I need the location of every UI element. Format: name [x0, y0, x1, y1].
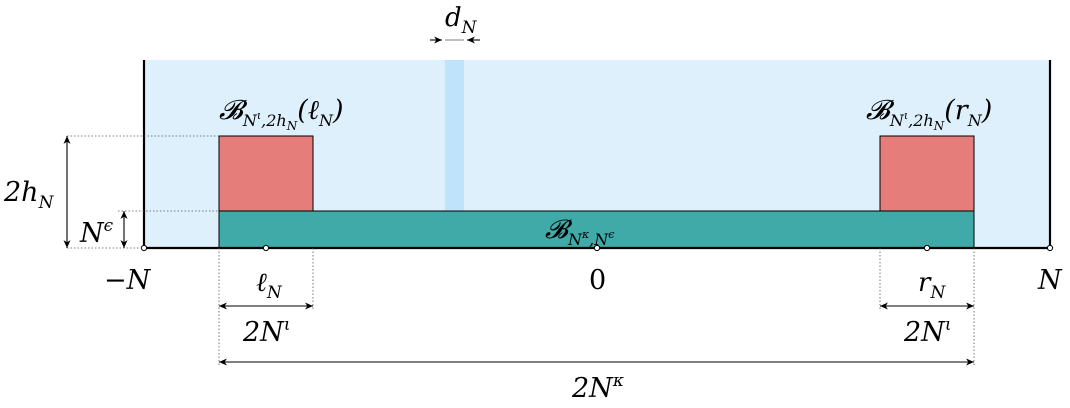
label-r-N: rN: [918, 268, 946, 303]
label-base: 𝓑Nκ,Nϵ: [545, 215, 614, 249]
label-Neps: Nϵ: [79, 216, 114, 249]
label-2hN: 2hN: [3, 177, 55, 213]
point-ell-N: [262, 244, 270, 252]
label-box-left: 𝓑Nι,2hN(ℓN): [219, 95, 344, 133]
label-minus-N: −N: [104, 265, 152, 296]
right-box: [879, 135, 975, 212]
dimension-arrows: [63, 36, 974, 366]
point-N: [1046, 244, 1054, 252]
label-N: N: [1037, 265, 1063, 296]
label-2Nkappa: 2Nκ: [571, 371, 624, 404]
left-box: [218, 135, 314, 212]
guide-lines: [67, 135, 975, 366]
point-zero: [593, 244, 601, 252]
label-ell-N: ℓN: [256, 268, 283, 303]
label-2Niota-left: 2Nι: [242, 315, 290, 348]
label-2Niota-right: 2Nι: [903, 315, 951, 348]
base-block: [218, 210, 975, 249]
point-r-N: [923, 244, 931, 252]
label-zero: 0: [589, 265, 606, 296]
vertical-strip: [445, 60, 464, 211]
label-dN: dN: [445, 3, 478, 38]
